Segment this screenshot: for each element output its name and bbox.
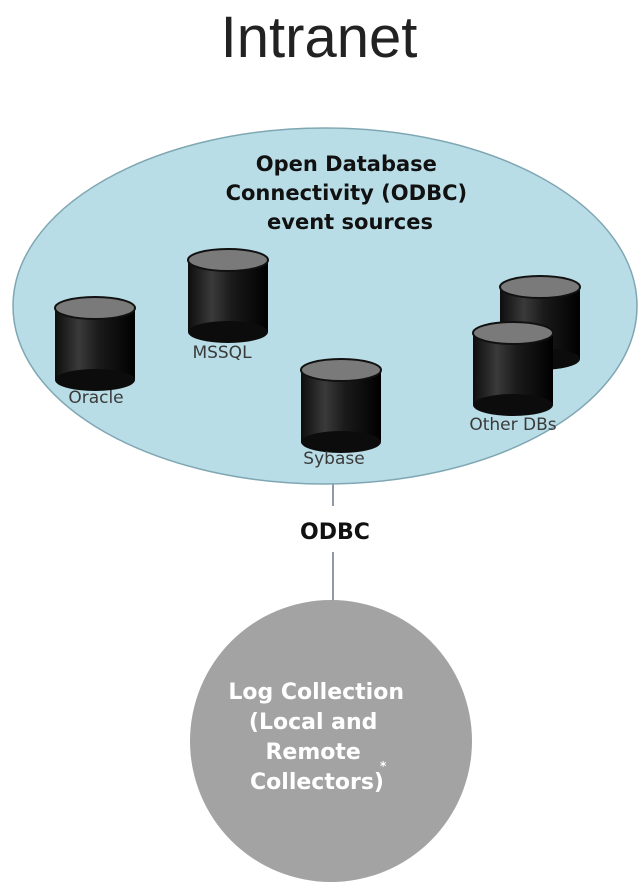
event-sources-title-line-3: event sources (267, 210, 433, 234)
event-sources-title: Open Database Connectivity (ODBC) event … (226, 152, 475, 234)
event-sources-group: Open Database Connectivity (ODBC) event … (12, 127, 638, 485)
oracle-database-icon (54, 296, 136, 392)
other-dbs-label: Other DBs (469, 415, 556, 435)
log-collection-asterisk: * (380, 759, 387, 773)
log-collection-line-2: (Local and (249, 710, 378, 735)
other-dbs-front-database-icon (472, 321, 554, 417)
sybase-label: Sybase (303, 449, 364, 469)
log-collection-circle (190, 600, 472, 882)
odbc-label-background (290, 506, 380, 552)
log-collection-group: Log Collection (Local and Remote Collect… (190, 600, 472, 882)
log-collection-line-4: Collectors) (250, 770, 384, 795)
event-sources-title-line-2: Connectivity (ODBC) (226, 181, 468, 205)
diagram-title: Intranet (221, 5, 418, 70)
mssql-label: MSSQL (192, 343, 252, 363)
sybase-database-icon (300, 358, 382, 454)
mssql-database-icon (187, 248, 269, 344)
odbc-label: ODBC (300, 520, 370, 545)
event-sources-title-line-1: Open Database (256, 152, 437, 176)
log-collection-line-3: Remote (265, 740, 360, 765)
log-collection-line-1: Log Collection (228, 680, 404, 705)
log-collection-text: Log Collection (Local and Remote Collect… (228, 680, 411, 795)
oracle-label: Oracle (68, 388, 123, 408)
